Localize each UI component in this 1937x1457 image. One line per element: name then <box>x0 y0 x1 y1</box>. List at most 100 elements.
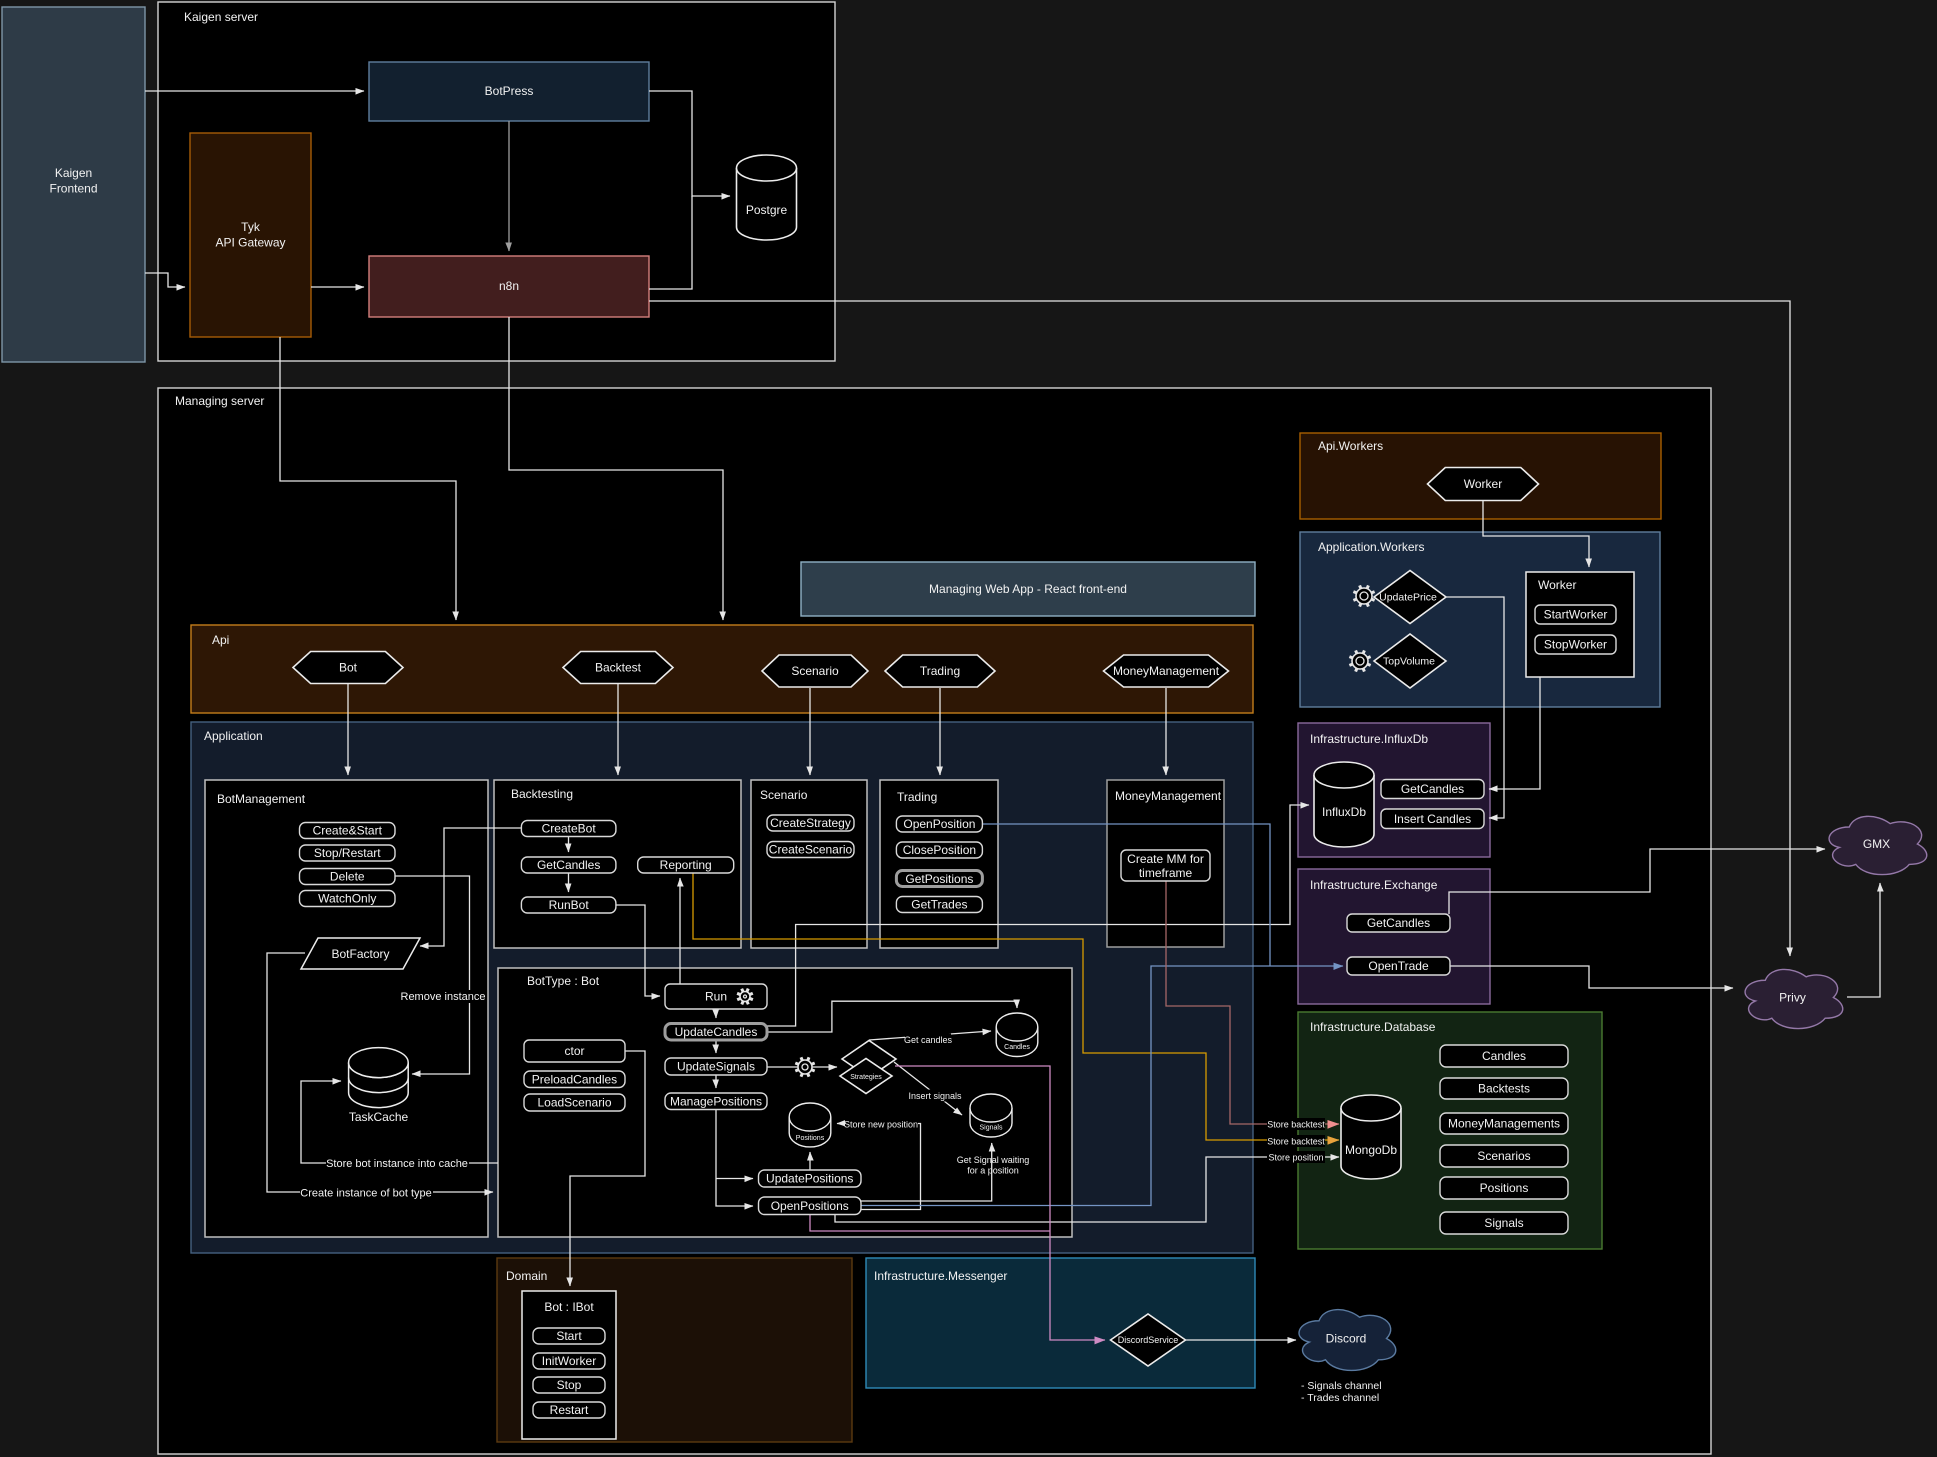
svg-text:DiscordService: DiscordService <box>1118 1335 1179 1345</box>
svg-text:Backtest: Backtest <box>595 661 642 675</box>
svg-text:Store backtest: Store backtest <box>1267 1120 1325 1130</box>
svg-text:PreloadCandles: PreloadCandles <box>532 1072 617 1086</box>
svg-text:MoneyManagements: MoneyManagements <box>1448 1117 1560 1131</box>
svg-text:Get Signal waiting: Get Signal waiting <box>957 1155 1030 1165</box>
svg-text:Store backtest: Store backtest <box>1267 1137 1325 1147</box>
svg-text:Kaigen: Kaigen <box>55 166 92 180</box>
svg-text:n8n: n8n <box>499 279 519 293</box>
svg-text:InitWorker: InitWorker <box>542 1354 596 1368</box>
svg-text:Tyk: Tyk <box>241 220 261 234</box>
svg-text:Worker: Worker <box>1464 477 1502 491</box>
svg-text:Insert signals: Insert signals <box>908 1091 962 1101</box>
svg-text:CreateBot: CreateBot <box>542 822 597 836</box>
svg-text:UpdateCandles: UpdateCandles <box>675 1025 758 1039</box>
svg-text:Get candles: Get candles <box>904 1035 953 1045</box>
svg-text:timeframe: timeframe <box>1139 866 1193 880</box>
svg-text:Stop: Stop <box>557 1378 582 1392</box>
svg-text:Scenario: Scenario <box>760 788 808 802</box>
svg-text:OpenPositions: OpenPositions <box>771 1199 849 1213</box>
svg-text:UpdateSignals: UpdateSignals <box>677 1060 755 1074</box>
svg-text:ClosePosition: ClosePosition <box>903 843 976 857</box>
svg-text:Run: Run <box>705 990 727 1004</box>
svg-text:Store position: Store position <box>1268 1153 1323 1163</box>
svg-text:Signals: Signals <box>980 1125 1003 1132</box>
svg-text:Backtesting: Backtesting <box>511 787 573 801</box>
svg-text:GetTrades: GetTrades <box>911 898 967 912</box>
svg-text:Positions: Positions <box>1480 1181 1529 1195</box>
svg-text:ctor: ctor <box>564 1044 584 1058</box>
svg-text:Start: Start <box>556 1329 582 1343</box>
svg-text:Infrastructure.Messenger: Infrastructure.Messenger <box>874 1269 1007 1283</box>
svg-text:TopVolume: TopVolume <box>1383 656 1435 668</box>
svg-text:Discord: Discord <box>1326 1332 1367 1346</box>
svg-text:Backtests: Backtests <box>1478 1082 1530 1096</box>
svg-text:Bot: Bot <box>339 661 358 675</box>
svg-text:GetPositions: GetPositions <box>905 872 973 886</box>
svg-text:Create instance of bot type: Create instance of bot type <box>300 1188 431 1200</box>
svg-text:GMX: GMX <box>1863 837 1890 851</box>
svg-text:MoneyManagement: MoneyManagement <box>1115 789 1222 803</box>
svg-text:Trading: Trading <box>897 790 937 804</box>
svg-text:Create&Start: Create&Start <box>313 824 383 838</box>
svg-text:OpenTrade: OpenTrade <box>1368 959 1429 973</box>
svg-text:Scenario: Scenario <box>791 664 839 678</box>
svg-text:- Signals channel: - Signals channel <box>1301 1380 1382 1392</box>
svg-text:Kaigen server: Kaigen server <box>184 10 258 24</box>
svg-text:UpdatePositions: UpdatePositions <box>766 1172 853 1186</box>
svg-text:Stop/Restart: Stop/Restart <box>314 846 381 860</box>
svg-text:Postgre: Postgre <box>746 203 788 217</box>
svg-text:Signals: Signals <box>1484 1216 1523 1230</box>
svg-text:TaskCache: TaskCache <box>349 1110 409 1124</box>
svg-text:OpenPosition: OpenPosition <box>903 817 975 831</box>
svg-text:Worker: Worker <box>1538 578 1576 592</box>
svg-text:Application.Workers: Application.Workers <box>1318 540 1425 554</box>
svg-text:API Gateway: API Gateway <box>215 236 285 250</box>
svg-text:GetCandles: GetCandles <box>1367 916 1430 930</box>
svg-text:Reporting: Reporting <box>660 858 712 872</box>
svg-text:BotFactory: BotFactory <box>331 947 389 961</box>
svg-text:WatchOnly: WatchOnly <box>318 892 376 906</box>
svg-text:Frontend: Frontend <box>49 182 97 196</box>
svg-text:Delete: Delete <box>330 870 365 884</box>
svg-text:Managing Web App - React front: Managing Web App - React front-end <box>929 582 1127 596</box>
svg-text:for a position: for a position <box>967 1166 1019 1176</box>
svg-text:Infrastructure.InfluxDb: Infrastructure.InfluxDb <box>1310 732 1428 746</box>
svg-text:BotManagement: BotManagement <box>217 792 306 806</box>
svg-text:Scenarios: Scenarios <box>1477 1149 1530 1163</box>
svg-text:InfluxDb: InfluxDb <box>1322 805 1366 819</box>
svg-text:Privy: Privy <box>1779 991 1806 1005</box>
svg-text:BotType : Bot: BotType : Bot <box>527 974 600 988</box>
svg-text:GetCandles: GetCandles <box>537 858 600 872</box>
svg-text:- Trades channel: - Trades channel <box>1301 1392 1379 1404</box>
svg-text:Api.Workers: Api.Workers <box>1318 439 1383 453</box>
svg-text:UpdatePrice: UpdatePrice <box>1379 592 1437 604</box>
svg-text:ManagePositions: ManagePositions <box>670 1094 762 1108</box>
svg-text:Infrastructure.Database: Infrastructure.Database <box>1310 1020 1436 1034</box>
svg-text:GetCandles: GetCandles <box>1401 782 1464 796</box>
svg-text:Remove instance: Remove instance <box>401 991 486 1003</box>
svg-text:Insert Candles: Insert Candles <box>1394 812 1471 826</box>
svg-text:Restart: Restart <box>550 1403 589 1417</box>
svg-text:LoadScenario: LoadScenario <box>537 1096 611 1110</box>
svg-text:Store new position: Store new position <box>844 1120 918 1130</box>
svg-text:StartWorker: StartWorker <box>1544 608 1608 622</box>
svg-text:Api: Api <box>212 633 229 647</box>
svg-text:Candles: Candles <box>1482 1049 1526 1063</box>
svg-text:Create MM for: Create MM for <box>1127 852 1204 866</box>
svg-text:MongoDb: MongoDb <box>1345 1143 1397 1157</box>
svg-text:Strategies: Strategies <box>850 1074 882 1081</box>
svg-text:Bot : IBot: Bot : IBot <box>544 1300 594 1314</box>
svg-text:BotPress: BotPress <box>485 84 534 98</box>
svg-text:Domain: Domain <box>506 1269 547 1283</box>
svg-text:CreateScenario: CreateScenario <box>769 843 853 857</box>
svg-text:Trading: Trading <box>920 664 960 678</box>
svg-text:RunBot: RunBot <box>549 898 590 912</box>
svg-text:Candles: Candles <box>1004 1044 1030 1051</box>
svg-text:Store bot instance into cache: Store bot instance into cache <box>326 1158 468 1170</box>
svg-text:Infrastructure.Exchange: Infrastructure.Exchange <box>1310 878 1438 892</box>
svg-text:Application: Application <box>204 729 263 743</box>
svg-text:Managing server: Managing server <box>175 394 264 408</box>
svg-text:Positions: Positions <box>796 1135 825 1142</box>
svg-text:MoneyManagement: MoneyManagement <box>1113 664 1220 678</box>
svg-text:StopWorker: StopWorker <box>1544 638 1607 652</box>
